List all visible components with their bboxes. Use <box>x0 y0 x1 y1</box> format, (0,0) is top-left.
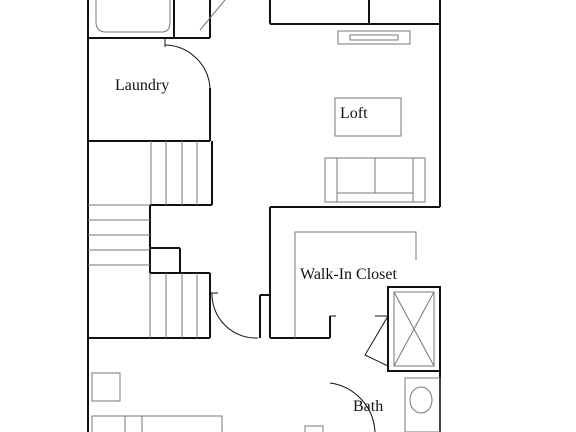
tv-screen <box>349 34 399 41</box>
loft-top-cabinet <box>269 0 440 25</box>
loft-room: Loft <box>269 0 440 203</box>
lower-bedroom <box>91 372 324 432</box>
bath-door-swing <box>329 315 376 432</box>
tv-console <box>337 30 411 45</box>
hall-wall <box>259 294 270 338</box>
laundry-label: Laundry <box>115 77 169 94</box>
stair-door-swing <box>210 292 259 339</box>
sofa <box>324 157 426 203</box>
shower-stall <box>364 286 441 372</box>
loft-label: Loft <box>340 105 368 122</box>
coffee-table <box>334 97 402 137</box>
bath-sink <box>409 386 433 414</box>
upper-bath <box>88 0 226 39</box>
bathtub <box>95 0 171 33</box>
bath-vanity <box>404 377 441 432</box>
laundry-door-swing <box>164 38 211 89</box>
bath-door-jamb <box>304 425 324 432</box>
stair-treads <box>88 141 198 338</box>
laundry-room: Laundry <box>88 37 211 142</box>
bath-room: Bath <box>329 315 441 432</box>
staircase <box>88 141 259 339</box>
walk-in-closet-room: Walk-In Closet <box>269 206 440 339</box>
bed <box>91 415 223 432</box>
closet-shelving <box>294 231 417 338</box>
bath-label: Bath <box>353 398 383 415</box>
walk-in-closet-label: Walk-In Closet <box>300 266 397 283</box>
nightstand <box>91 372 121 402</box>
